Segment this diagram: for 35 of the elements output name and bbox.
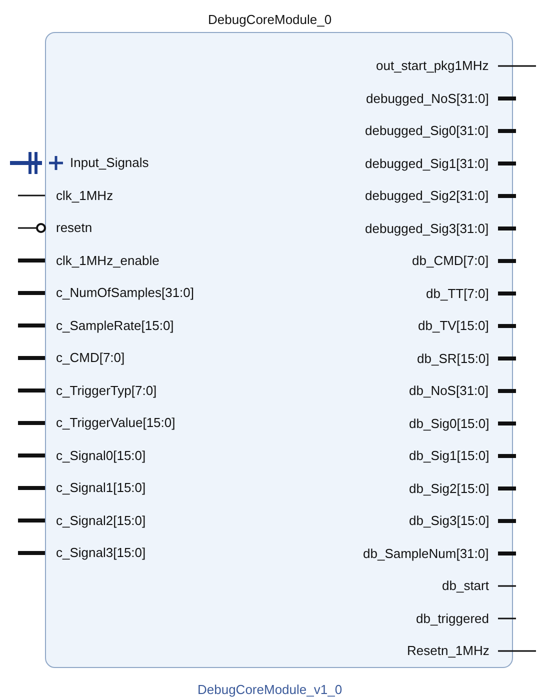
pin-label: debugged_Sig0[31:0] (365, 123, 489, 139)
pin-label: debugged_NoS[31:0] (366, 90, 489, 106)
pin-label: c_NumOfSamples[31:0] (56, 285, 194, 301)
pin-label: clk_1MHz_enable (56, 252, 160, 268)
module-type-name: DebugCoreModule_v1_0 (198, 682, 342, 698)
pin-label: db_start (442, 578, 489, 594)
pin-label: db_NoS[31:0] (409, 383, 489, 399)
module-instance-name: DebugCoreModule_0 (208, 12, 332, 28)
pin-label: c_CMD[7:0] (56, 350, 125, 366)
pin-label: db_SR[15:0] (417, 350, 490, 366)
pin-label: c_Signal2[15:0] (56, 512, 146, 528)
pin-label: c_TriggerValue[15:0] (56, 415, 176, 431)
module-block (45, 32, 513, 668)
pin-label: c_TriggerTyp[7:0] (56, 382, 157, 398)
pin-label: debugged_Sig2[31:0] (365, 188, 489, 204)
pin-label: db_CMD[7:0] (412, 253, 489, 269)
pin-label: c_Signal0[15:0] (56, 448, 146, 464)
pin-label: clk_1MHz (56, 188, 114, 204)
pin-label: db_SampleNum[31:0] (363, 546, 489, 562)
pin-label: debugged_Sig1[31:0] (365, 156, 489, 172)
pin-label: db_Sig0[15:0] (409, 416, 490, 432)
pin-label: db_Sig3[15:0] (409, 513, 490, 529)
pin-label: debugged_Sig3[31:0] (365, 220, 489, 236)
pin-label: Input_Signals (70, 155, 149, 171)
pin-label: db_TV[15:0] (418, 318, 489, 334)
pin-label: resetn (56, 220, 92, 236)
pin-label: db_Sig1[15:0] (409, 448, 490, 464)
pin-label: db_triggered (416, 610, 489, 626)
pin-label: out_start_pkg1MHz (376, 58, 489, 74)
pin-label: Resetn_1MHz (407, 643, 490, 659)
pin-label: c_SampleRate[15:0] (56, 318, 174, 334)
pin-label: c_Signal1[15:0] (56, 480, 146, 496)
pin-label: c_Signal3[15:0] (56, 545, 146, 561)
pin-label: db_TT[7:0] (426, 286, 489, 302)
pin-label: db_Sig2[15:0] (409, 480, 490, 496)
